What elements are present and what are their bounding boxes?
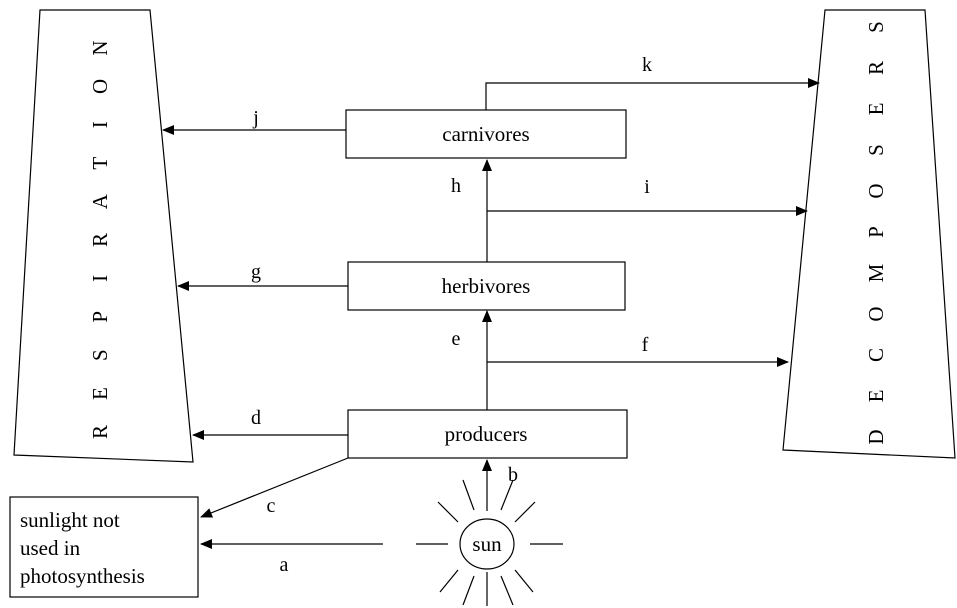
- unused-sunlight-box: sunlight not used in photosynthesis: [9, 496, 199, 598]
- decomposers-letter: S: [864, 21, 888, 33]
- sun-rays: [416, 479, 563, 606]
- label-g: g: [251, 261, 261, 283]
- decomposers-letter: D: [864, 429, 888, 444]
- herbivores-box: herbivores: [347, 261, 626, 311]
- decomposers-letter: R: [864, 61, 888, 75]
- label-f: f: [642, 334, 649, 356]
- decomposers-letter: O: [864, 183, 888, 198]
- decomposers-column: [782, 9, 956, 459]
- respiration-letter: R: [88, 233, 112, 247]
- label-d: d: [251, 407, 261, 429]
- respiration-letter: O: [88, 79, 112, 94]
- respiration-letter: P: [88, 311, 112, 323]
- decomposers-letter: P: [864, 226, 888, 238]
- decomposers-letter: C: [864, 348, 888, 362]
- decomposers-letter: E: [864, 103, 888, 116]
- unused-sunlight-line-3: photosynthesis: [20, 564, 145, 588]
- label-j: j: [252, 107, 259, 129]
- arrow-k: [485, 78, 820, 110]
- label-b: b: [508, 464, 518, 486]
- carnivores-label: carnivores: [442, 122, 529, 146]
- respiration-letters: R E S P I R A T I O N: [88, 40, 112, 439]
- decomposers-letter: S: [864, 144, 888, 156]
- respiration-letter: N: [88, 40, 112, 55]
- decomposers-letters: D E C O M P O S E R S: [864, 21, 888, 444]
- respiration-letter: I: [88, 275, 112, 282]
- decomposers-letter: O: [864, 306, 888, 321]
- respiration-column: [13, 9, 194, 463]
- respiration-letter: I: [88, 121, 112, 128]
- unused-sunlight-line-2: used in: [20, 536, 81, 560]
- label-e: e: [452, 328, 461, 350]
- label-i: i: [644, 176, 650, 198]
- label-k: k: [642, 54, 652, 76]
- label-c: c: [267, 495, 276, 517]
- sun-label: sun: [472, 532, 502, 556]
- label-h: h: [451, 175, 461, 197]
- decomposers-letter: M: [864, 263, 888, 282]
- producers-label: producers: [445, 422, 528, 446]
- respiration-letter: R: [88, 425, 112, 439]
- carnivores-box: carnivores: [345, 109, 627, 159]
- unused-sunlight-line-1: sunlight not: [20, 508, 120, 532]
- sun: sun: [416, 479, 563, 606]
- arrow-c: [200, 457, 349, 518]
- producers-box: producers: [347, 409, 628, 459]
- respiration-letter: E: [88, 387, 112, 400]
- label-a: a: [280, 554, 289, 576]
- decomposers-letter: E: [864, 390, 888, 403]
- herbivores-label: herbivores: [442, 274, 531, 298]
- respiration-letter: A: [88, 193, 112, 209]
- respiration-letter: T: [88, 157, 112, 170]
- respiration-letter: S: [88, 349, 112, 361]
